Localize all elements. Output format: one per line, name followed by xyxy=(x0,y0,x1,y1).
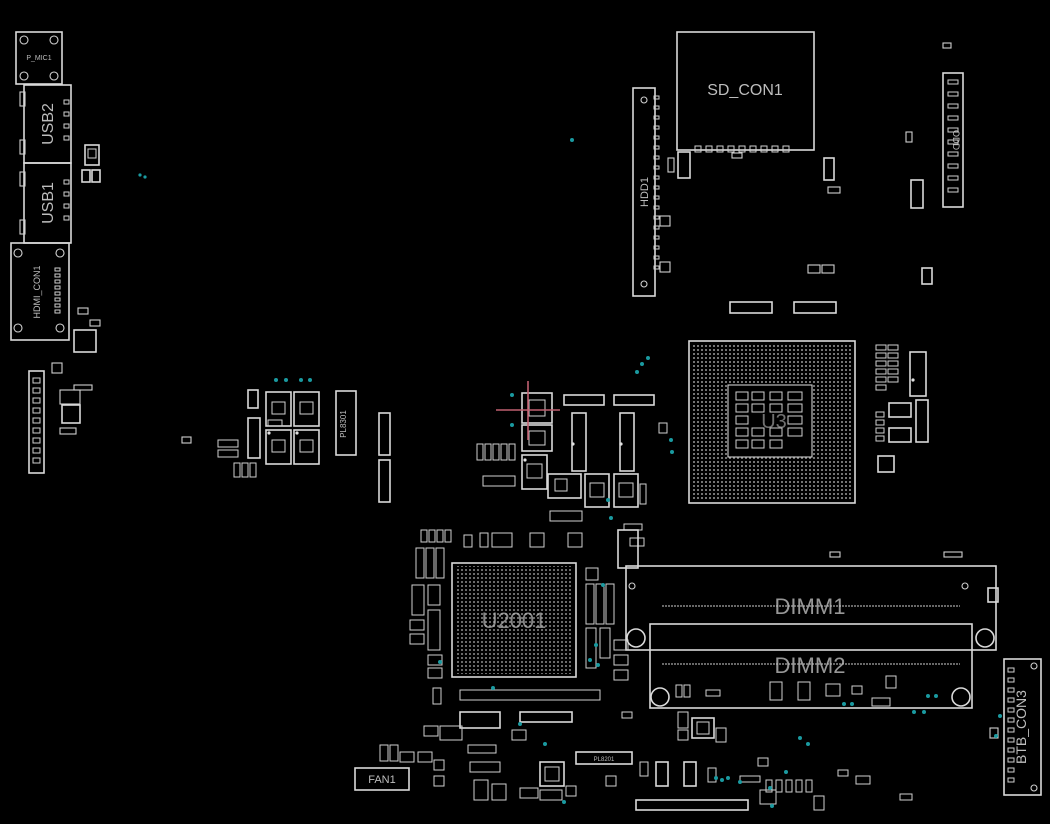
sd-label: SD_CON1 xyxy=(707,82,783,99)
chipset-u2001[interactable]: U2001 xyxy=(451,562,577,678)
btb-label: BTB_CON3 xyxy=(1013,690,1029,764)
fan-label: FAN1 xyxy=(368,774,396,786)
mic-label: P_MIC1 xyxy=(26,55,51,62)
usb1-label: USB1 xyxy=(40,182,57,224)
dimm1-label: DIMM1 xyxy=(775,594,846,619)
power-section-left xyxy=(181,389,320,478)
pl8201-part: PL8201 xyxy=(575,751,633,765)
left-small-parts xyxy=(51,144,101,435)
dimm2-slot[interactable]: DIMM2 xyxy=(649,623,973,709)
mic-jack[interactable]: P_MIC1 xyxy=(15,31,63,85)
sd-card-connector[interactable]: SD_CON1 xyxy=(676,31,815,159)
header-connector-left[interactable] xyxy=(28,370,45,474)
btb-connector[interactable]: BTB_CON3 xyxy=(989,658,1042,796)
hdd-connector[interactable]: HDD1 xyxy=(632,87,660,297)
dimm2-label: DIMM2 xyxy=(775,653,846,678)
vias xyxy=(138,138,1002,808)
odd-label: ODD xyxy=(951,130,961,151)
hdmi-connector[interactable]: HDMI_CON1 xyxy=(10,242,70,341)
hdmi-label: HDMI_CON1 xyxy=(32,265,42,318)
chipset-surrounding-parts xyxy=(409,523,645,705)
inductor-pl: PL8301 xyxy=(335,390,391,503)
cpu-socket[interactable]: U3 xyxy=(688,340,856,504)
cpu-label: U3 xyxy=(761,411,787,433)
top-right-small-parts xyxy=(659,42,952,314)
u2001-label: U2001 xyxy=(482,608,547,633)
pin1-markers xyxy=(267,378,915,462)
dimm-area-parts xyxy=(675,551,999,707)
pl-label: PL8301 xyxy=(339,410,348,438)
dimm1-slot[interactable]: DIMM1 xyxy=(625,565,997,651)
hdd-label: HDD1 xyxy=(639,177,651,207)
odd-connector[interactable]: ODD xyxy=(942,72,964,208)
usb1-connector[interactable]: USB1 xyxy=(19,162,72,244)
bottom-parts xyxy=(379,711,913,811)
usb2-label: USB2 xyxy=(40,103,57,145)
power-section-center xyxy=(476,392,668,522)
cpu-right-parts xyxy=(875,344,929,473)
pl2-label: PL8201 xyxy=(594,757,615,763)
fan-connector[interactable]: FAN1 xyxy=(354,767,410,791)
cursor-crosshair xyxy=(496,381,560,440)
usb2-connector[interactable]: USB2 xyxy=(19,84,72,164)
